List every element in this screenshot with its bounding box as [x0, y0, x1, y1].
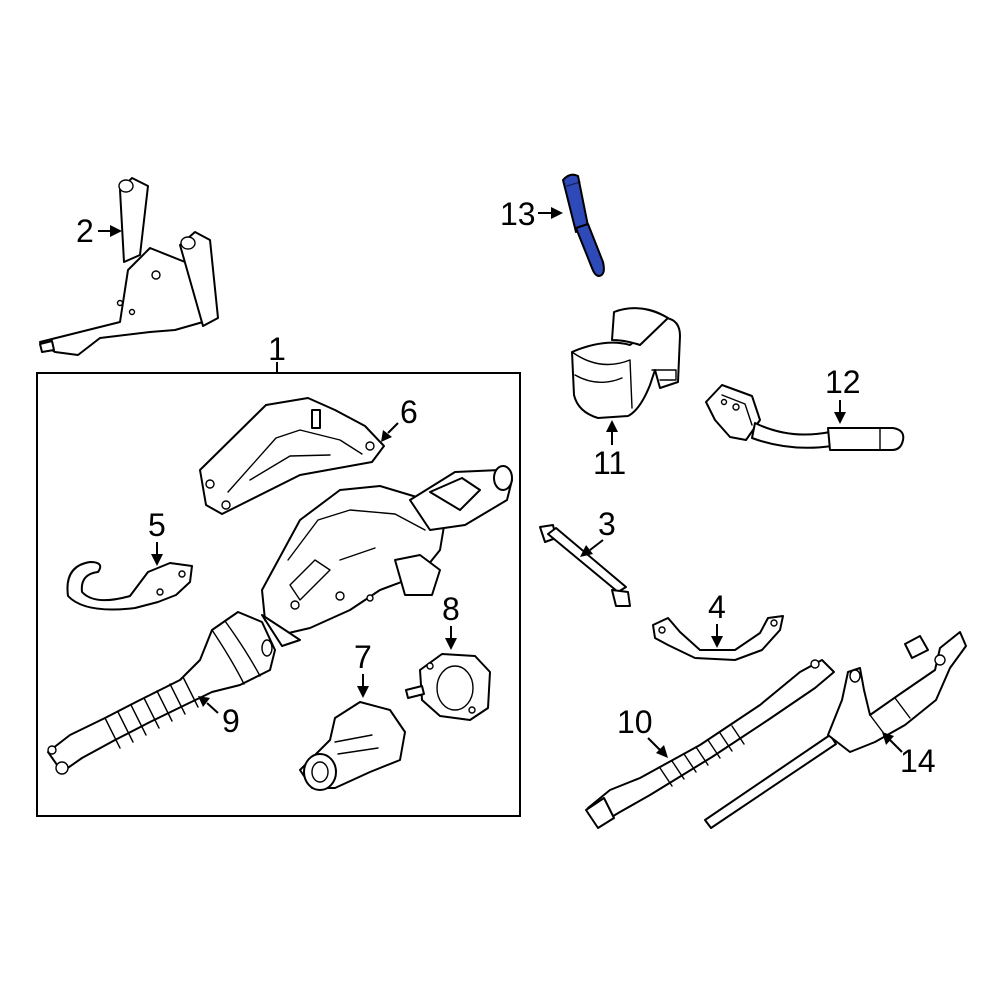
- callout-5: 5: [148, 507, 166, 543]
- part-4-u-bracket[interactable]: [652, 615, 784, 661]
- callout-14: 14: [900, 743, 936, 779]
- part-11-column-cover[interactable]: [571, 307, 681, 419]
- part-3-strap[interactable]: [539, 524, 631, 607]
- callout-6: 6: [400, 394, 418, 430]
- callout-9: 9: [222, 703, 240, 739]
- callout-10: 10: [617, 704, 653, 740]
- callout-7: 7: [354, 639, 372, 675]
- part-9-lower-shaft[interactable]: [47, 611, 276, 775]
- part-7-boot[interactable]: [299, 701, 406, 791]
- callout-11: 11: [593, 445, 626, 481]
- part-6-upper-housing[interactable]: [199, 397, 385, 515]
- callout-8: 8: [442, 591, 460, 627]
- assembly-group-box: [36, 362, 521, 817]
- callout-1: 1: [268, 331, 286, 367]
- steering-column-body[interactable]: [261, 465, 513, 647]
- part-10-intermediate-shaft[interactable]: [585, 659, 835, 829]
- callout-12: 12: [825, 364, 861, 400]
- part-5-clip[interactable]: [66, 561, 193, 611]
- part-2-bracket[interactable]: [39, 177, 219, 356]
- part-13-highlighted-lever[interactable]: [562, 173, 605, 277]
- callout-2: 2: [76, 213, 94, 249]
- callout-4: 4: [708, 589, 726, 625]
- part-8-flange[interactable]: [405, 653, 491, 721]
- callout-13: 13: [500, 196, 536, 232]
- part-14-shaft-assembly[interactable]: [704, 631, 967, 829]
- part-12-combination-switch[interactable]: [705, 384, 905, 451]
- callout-3: 3: [598, 506, 616, 542]
- callouts: 1 2 13 6 11 12 3 5 4 8: [76, 196, 936, 779]
